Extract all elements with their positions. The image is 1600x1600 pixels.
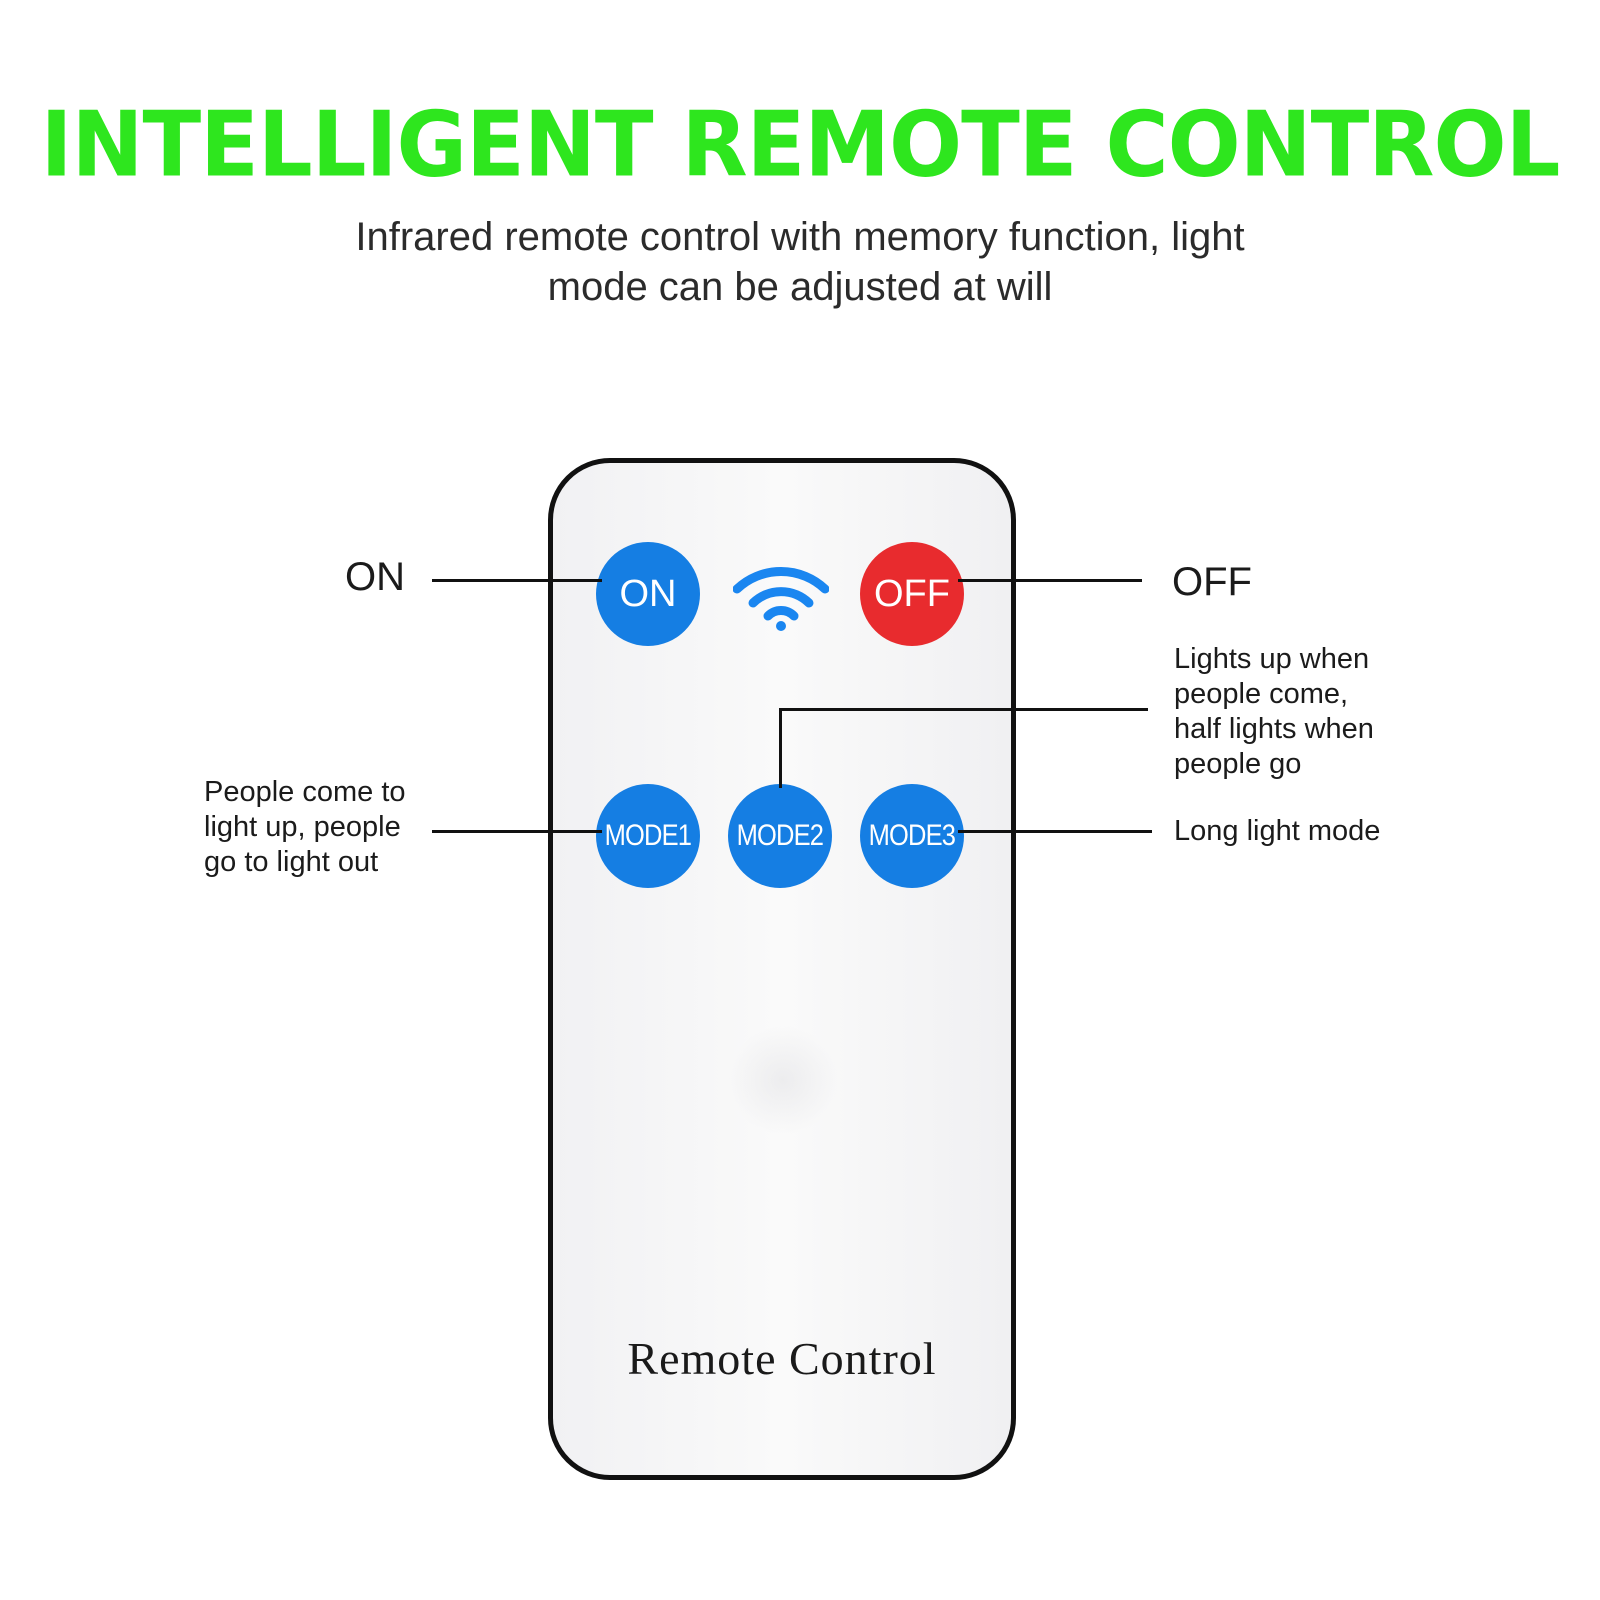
mode1-callout-line-3: go to light out <box>204 846 379 878</box>
on-callout-line <box>432 579 602 582</box>
mode1-button[interactable]: MODE1 <box>596 784 700 888</box>
mode1-callout-line-2: light up, people <box>204 811 401 843</box>
off-button[interactable]: OFF <box>860 542 964 646</box>
mode2-callout-line-3: half lights when <box>1174 713 1374 745</box>
mode3-callout-line <box>958 830 1152 833</box>
on-callout-label: ON <box>345 555 405 599</box>
mode2-callout-line-vertical <box>779 708 782 788</box>
mode3-button-label: MODE3 <box>868 819 956 852</box>
mode2-callout-line-2: people come, <box>1174 678 1349 710</box>
mode1-button-label: MODE1 <box>604 819 692 852</box>
page-subtitle: Infrared remote control with memory func… <box>250 212 1350 312</box>
off-callout-label: OFF <box>1172 560 1252 604</box>
remote-label: Remote Control <box>627 1333 937 1384</box>
mode2-callout-line-4: people go <box>1174 748 1302 780</box>
remote-surface-highlight <box>728 1025 838 1135</box>
wifi-icon <box>733 567 829 631</box>
mode2-button[interactable]: MODE2 <box>728 784 832 888</box>
mode3-button[interactable]: MODE3 <box>860 784 964 888</box>
page-title: INTELLIGENT REMOTE CONTROL <box>40 92 1561 198</box>
on-button-label: ON <box>619 572 677 615</box>
mode1-callout-line <box>432 830 602 833</box>
mode1-callout-line-1: People come to <box>204 776 406 808</box>
on-button[interactable]: ON <box>596 542 700 646</box>
mode2-callout-text: Lights up when people come, half lights … <box>1174 642 1374 782</box>
mode2-button-label: MODE2 <box>736 819 824 852</box>
off-button-label: OFF <box>874 572 950 615</box>
mode2-callout-line-horizontal <box>779 708 1148 711</box>
mode2-callout-line-1: Lights up when <box>1174 643 1370 675</box>
mode3-callout-text: Long light mode <box>1174 815 1381 847</box>
mode1-callout-text: People come to light up, people go to li… <box>204 775 406 880</box>
subtitle-line-1: Infrared remote control with memory func… <box>355 215 1245 259</box>
off-callout-line <box>958 579 1142 582</box>
subtitle-line-2: mode can be adjusted at will <box>547 265 1053 309</box>
